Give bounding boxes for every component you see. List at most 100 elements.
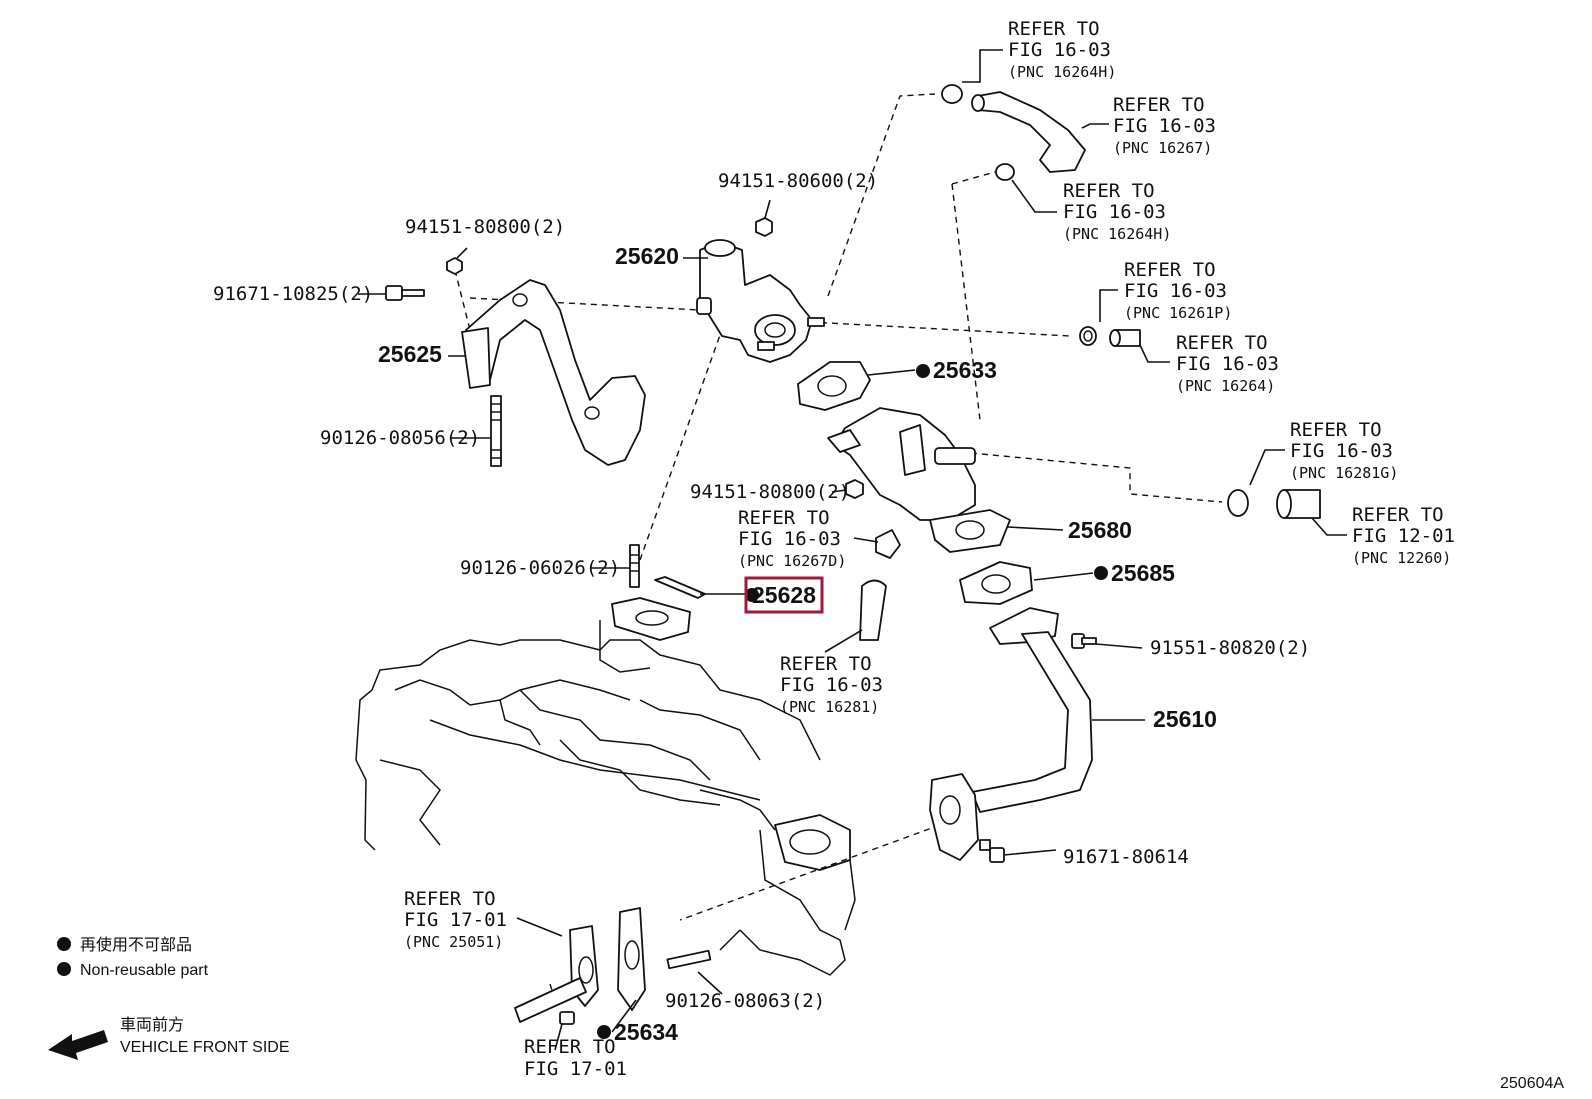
clamp-16281g: [1227, 489, 1249, 517]
ref-line-1: REFER TO: [780, 653, 872, 675]
reference-labels[interactable]: REFER TO FIG 16-03 (PNC 16264H) REFER TO…: [404, 18, 1455, 1080]
leader-lines: [358, 49, 1347, 1051]
label-25628[interactable]: 25628: [752, 582, 816, 608]
ref-line-2: FIG 16-03: [1176, 353, 1279, 375]
ref-line-1: REFER TO: [524, 1036, 616, 1058]
clamp-16261p: [1079, 326, 1097, 346]
label-25610[interactable]: 25610: [1153, 706, 1217, 732]
highlight-box: [744, 576, 824, 614]
ref-16267[interactable]: REFER TO FIG 16-03 (PNC 16267): [1113, 94, 1216, 157]
label-25625[interactable]: 25625: [378, 341, 442, 367]
ref-line-2: FIG 12-01: [1352, 525, 1455, 547]
label-90126-08056[interactable]: 90126-08056(2): [320, 427, 480, 449]
ref-line-2: FIG 16-03: [780, 674, 883, 696]
ref-line-1: REFER TO: [1008, 18, 1100, 40]
ref-line-2: FIG 17-01: [524, 1058, 627, 1080]
label-25633[interactable]: 25633: [933, 357, 997, 383]
ref-line-3: (PNC 16281): [780, 698, 879, 716]
ref-line-2: FIG 16-03: [738, 528, 841, 550]
non-reusable-markers: [57, 364, 1108, 1039]
label-25685[interactable]: 25685: [1111, 560, 1175, 586]
ref-16281g[interactable]: REFER TO FIG 16-03 (PNC 16281G): [1290, 419, 1398, 482]
ref-16264[interactable]: REFER TO FIG 16-03 (PNC 16264): [1176, 332, 1279, 395]
stud-90126-08063: [666, 949, 712, 970]
ref-25051[interactable]: REFER TO FIG 17-01 (PNC 25051): [404, 888, 507, 951]
ref-line-1: REFER TO: [1176, 332, 1268, 354]
vehicle-front-arrow-icon: [48, 1030, 108, 1060]
ref-line-1: REFER TO: [738, 507, 830, 529]
hose-16264: [1109, 329, 1141, 347]
nut-94151-80800-top: [446, 257, 463, 275]
label-91671-80614[interactable]: 91671-80614: [1063, 846, 1189, 868]
bolt-91671-10825: [385, 285, 425, 301]
ref-line-1: REFER TO: [1352, 504, 1444, 526]
ref-line-3: (PNC 16267D): [738, 552, 846, 570]
ref-16267d[interactable]: REFER TO FIG 16-03 (PNC 16267D): [738, 507, 846, 570]
ref-12260[interactable]: REFER TO FIG 12-01 (PNC 12260): [1352, 504, 1455, 567]
ref-line-1: REFER TO: [404, 888, 496, 910]
label-90126-06026[interactable]: 90126-06026(2): [460, 557, 620, 579]
ref-line-1: REFER TO: [1124, 259, 1216, 281]
ref-line-3: (PNC 16264H): [1008, 63, 1116, 81]
label-94151-80600[interactable]: 94151-80600(2): [718, 170, 878, 192]
clamp-16264h-top: [941, 84, 963, 104]
label-91671-10825[interactable]: 91671-10825(2): [213, 283, 373, 305]
ref-16264h-top[interactable]: REFER TO FIG 16-03 (PNC 16264H): [1008, 18, 1116, 81]
ref-line-3: (PNC 12260): [1352, 549, 1451, 567]
legend: 再使用不可部品 Non-reusable part 車両前方 VEHICLE F…: [48, 936, 290, 1060]
hose-16281: [859, 579, 887, 641]
ref-line-3: (PNC 16267): [1113, 139, 1212, 157]
ref-16261p[interactable]: REFER TO FIG 16-03 (PNC 16261P): [1124, 259, 1232, 322]
gasket-25628: [654, 576, 706, 599]
clamp-16264h-mid: [995, 163, 1015, 181]
egr-valve-25680: [827, 407, 1011, 553]
callout-labels[interactable]: 94151-80600(2) 94151-80800(2) 91671-1082…: [213, 170, 1310, 1045]
gasket-25634: [617, 907, 646, 1011]
legend-en: Non-reusable part: [80, 962, 209, 979]
gasket-25633: [797, 361, 871, 411]
ref-fig-17-01-bottom[interactable]: REFER TO FIG 17-01: [524, 1036, 627, 1080]
bolt-91671-80614: [979, 839, 1005, 863]
front-jp: 車両前方: [120, 1016, 184, 1034]
label-25620[interactable]: 25620: [615, 243, 679, 269]
ref-line-2: FIG 16-03: [1290, 440, 1393, 462]
front-en: VEHICLE FRONT SIDE: [120, 1039, 290, 1056]
ref-line-3: (PNC 16261P): [1124, 304, 1232, 322]
exhaust-flange-25051: [514, 925, 599, 1025]
ref-line-1: REFER TO: [1113, 94, 1205, 116]
ref-line-3: (PNC 16281G): [1290, 464, 1398, 482]
stud-90126-06026: [629, 544, 640, 588]
clamp-16267d: [875, 529, 901, 559]
stud-90126-08056: [490, 395, 502, 467]
ref-line-1: REFER TO: [1290, 419, 1382, 441]
ref-line-2: FIG 16-03: [1008, 39, 1111, 61]
legend-jp: 再使用不可部品: [80, 936, 192, 954]
pipe-12260: [1276, 489, 1321, 519]
ref-line-3: (PNC 25051): [404, 933, 503, 951]
egr-pipe-25620: [696, 239, 825, 363]
nut-94151-80800-mid: [845, 479, 864, 499]
label-94151-80800-mid[interactable]: 94151-80800(2): [690, 481, 850, 503]
egr-pipe-25610: [929, 607, 1093, 861]
ref-line-2: FIG 16-03: [1124, 280, 1227, 302]
label-25680[interactable]: 25680: [1068, 517, 1132, 543]
ref-line-3: (PNC 16264H): [1063, 225, 1171, 243]
gasket-25685: [959, 561, 1033, 605]
egr-bracket-25625: [461, 279, 646, 466]
engine-block-drawing: [355, 597, 856, 976]
nut-94151-80600: [755, 217, 773, 237]
ref-line-2: FIG 16-03: [1063, 201, 1166, 223]
ref-16281[interactable]: REFER TO FIG 16-03 (PNC 16281): [780, 653, 883, 716]
bolt-91551-80820: [1071, 633, 1097, 649]
hose-16267: [971, 91, 1086, 173]
label-25634[interactable]: 25634: [614, 1019, 678, 1045]
ref-line-3: (PNC 16264): [1176, 377, 1275, 395]
diagram-id: 250604A: [1500, 1075, 1564, 1092]
ref-16264h-mid[interactable]: REFER TO FIG 16-03 (PNC 16264H): [1063, 180, 1171, 243]
ref-line-2: FIG 16-03: [1113, 115, 1216, 137]
ref-line-1: REFER TO: [1063, 180, 1155, 202]
label-90126-08063[interactable]: 90126-08063(2): [665, 990, 825, 1012]
label-91551-80820[interactable]: 91551-80820(2): [1150, 637, 1310, 659]
label-94151-80800-top[interactable]: 94151-80800(2): [405, 216, 565, 238]
